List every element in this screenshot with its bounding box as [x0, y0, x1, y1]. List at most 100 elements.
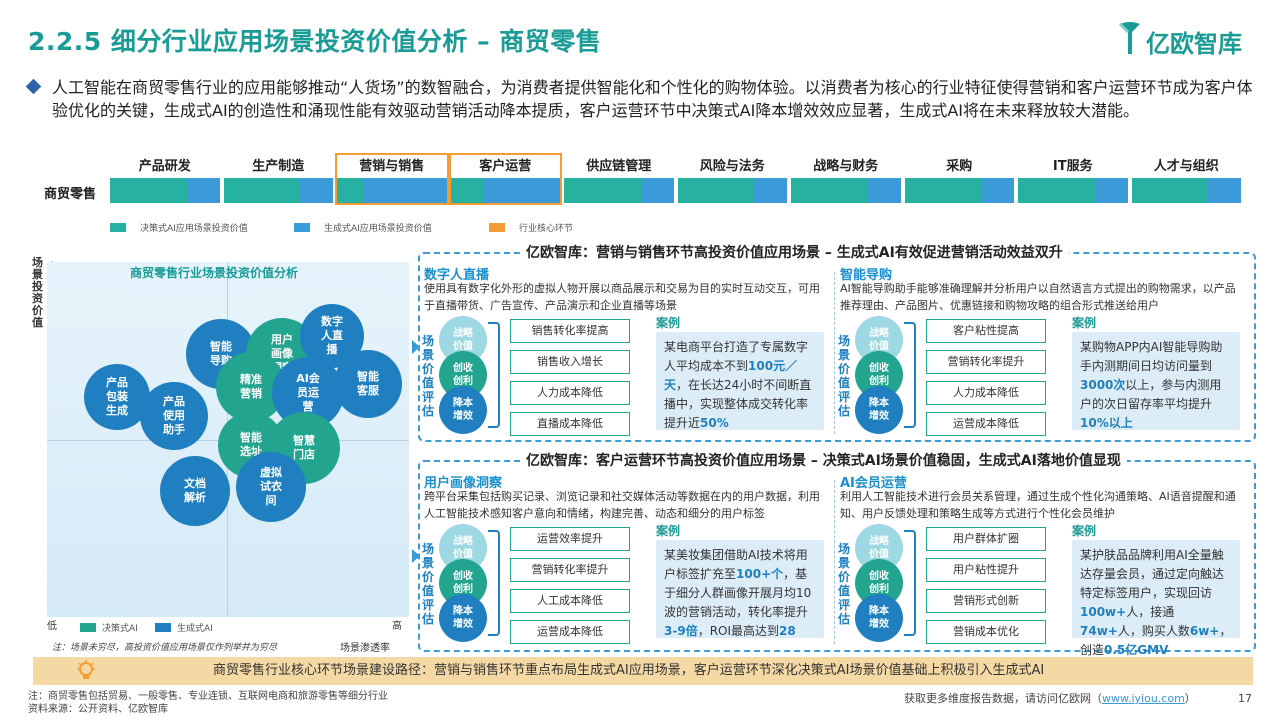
logo-mark-icon — [1118, 22, 1140, 54]
decision-segment — [791, 178, 868, 203]
value-circles: 战略 价值创收 创利降本 增效 — [439, 316, 487, 434]
stage-bar — [791, 178, 901, 203]
summary-banner: 商贸零售行业核心环节场景建设路径：营销与销售环节重点布局生成式AI应用场景，客户… — [33, 657, 1253, 685]
case-text: 6w+ — [1189, 624, 1220, 638]
case-text: 3000次 — [1080, 378, 1126, 392]
decision-segment — [337, 178, 365, 203]
case-box: 某美妆集团借助AI技术将用户标签扩充至100+个，基于细分人群画像开展月均10波… — [656, 540, 824, 638]
intro-paragraph: 人工智能在商贸零售行业的应用能够推动“人货场”的数智融合，为消费者提供智能化和个… — [25, 77, 1260, 122]
benefit-box: 运营效率提升 — [510, 527, 630, 551]
benefit-box: 营销成本优化 — [926, 620, 1046, 644]
benefit-box: 销售转化率提高 — [510, 319, 630, 343]
case-text: ，创造 — [1080, 624, 1232, 657]
benefit-box: 直播成本降低 — [510, 412, 630, 436]
scenario-description: AI智能导购助手能够准确理解并分析用户以自然语言方式提出的购物需求，以产品推荐理… — [840, 282, 1236, 312]
guide-tag: 智能导购 — [840, 268, 893, 283]
decision-segment — [1018, 178, 1095, 203]
stage-bar — [904, 178, 1014, 203]
page-number: 17 — [1238, 692, 1252, 705]
case-text: 某美妆集团借助AI技术将用户标签扩充至 — [664, 548, 808, 581]
panel-divider — [834, 272, 835, 434]
legend-decision: 决策式AI应用场景投资价值 — [110, 221, 248, 234]
case-title: 案例 — [656, 316, 681, 330]
matrix-x-high: 高 — [392, 621, 402, 632]
benefit-box: 人力成本降低 — [926, 381, 1046, 405]
decision-segment — [564, 178, 641, 203]
case-text: 100元／天 — [664, 359, 798, 392]
matrix-y-axis-label: 场景投资价值 — [32, 256, 43, 329]
page-title: 2.2.5 细分行业应用场景投资价值分析 – 商贸零售 — [28, 27, 602, 56]
panel-title: 亿欧智库：客户运营环节高投资价值应用场景 – 决策式AI场景价值稳固，生成式AI… — [520, 450, 1127, 470]
generative-segment — [1208, 178, 1241, 203]
generative-segment — [364, 178, 447, 203]
scenario-description: 利用人工智能技术进行会员关系管理，通过生成个性化沟通策略、AI语音提醒和通知、用… — [840, 490, 1236, 520]
bubble-generative: 产品 包装 生成 — [84, 364, 150, 430]
stage-header: IT服务 — [1052, 159, 1093, 174]
value-bracket — [488, 322, 500, 428]
benefit-box: 用户群体扩圈 — [926, 527, 1046, 551]
bubble-generative: 智能 客服 — [334, 350, 402, 418]
value-circles: 战略 价值创收 创利降本 增效 — [855, 524, 903, 642]
legend-core: 行业核心环节 — [489, 221, 573, 234]
bubble-generative: 虚拟 试衣 间 — [236, 452, 306, 522]
case-text: 100+个 — [736, 567, 784, 581]
guide-tag: AI会员运营 — [840, 476, 907, 491]
case-text: 3-9倍 — [664, 624, 698, 638]
value-circle: 降本 增效 — [439, 594, 487, 642]
case-box: 某电商平台打造了专属数字人平均成本不到100元／天，在长达24小时不间断直播中，… — [656, 332, 824, 430]
footer-more: 获取更多维度报告数据，请访问亿欧网（www.iyiou.com） — [904, 692, 1196, 705]
stage-header: 人才与组织 — [1153, 159, 1219, 174]
case-text: ，ROI最高达到 — [697, 624, 780, 638]
diamond-bullet-icon — [25, 78, 42, 95]
case-text: 10%以上 — [1080, 416, 1133, 430]
benefit-box: 人工成本降低 — [510, 589, 630, 613]
value-eval-label: 场景价值评估 — [837, 334, 850, 418]
matrix-legend-decision: 决策式AI — [80, 621, 138, 634]
stage-header: 生产制造 — [252, 159, 305, 174]
value-eval-label: 场景价值评估 — [837, 542, 850, 626]
case-text: ，基于细分人群画像开展月均10波的营销活动，转化率提升 — [664, 567, 812, 619]
case-text: 28 — [779, 624, 796, 638]
panel-arrow-icon — [412, 549, 420, 563]
value-circle: 降本 增效 — [855, 594, 903, 642]
case-text: 某电商平台打造了专属数字人平均成本不到 — [664, 340, 809, 373]
stage-bar — [1131, 178, 1241, 203]
value-eval-label: 场景价值评估 — [421, 334, 434, 418]
stage-bar — [450, 178, 560, 203]
panel-divider — [834, 480, 835, 644]
stage-bar — [564, 178, 674, 203]
logo-text: 亿欧智库 — [1146, 30, 1242, 58]
generative-segment — [867, 178, 901, 203]
benefit-box: 营销转化率提升 — [510, 558, 630, 582]
value-bracket — [904, 530, 916, 636]
panel-title: 亿欧智库：营销与销售环节高投资价值应用场景 – 生成式AI有效促进营销活动效益双… — [520, 242, 1069, 262]
generative-segment — [483, 178, 560, 203]
lightbulb-icon — [77, 660, 95, 679]
stage-header: 客户运营 — [479, 159, 532, 174]
benefit-box: 客户粘性提高 — [926, 319, 1046, 343]
value-circle: 降本 增效 — [855, 386, 903, 434]
footer-link[interactable]: www.iyiou.com — [1102, 692, 1185, 705]
stage-header: 风险与法务 — [699, 159, 765, 174]
logo: 亿欧智库 — [1118, 18, 1258, 60]
scenario-description: 跨平台采集包括购买记录、浏览记录和社交媒体活动等数据在内的用户数据，利用人工智能… — [424, 490, 820, 520]
matrix-note: 注：场景未穷尽，高投资价值应用场景仅作列举并为穷尽 — [52, 643, 278, 653]
case-text: 100w+ — [1080, 605, 1127, 619]
case-text: 以上，参与内测用户的次日留存率平均提升 — [1080, 378, 1222, 411]
generative-segment — [754, 178, 787, 203]
decision-segment — [223, 178, 301, 203]
case-title: 案例 — [656, 524, 681, 538]
case-text: 人，购买人数 — [1117, 624, 1190, 638]
stage-header: 供应链管理 — [586, 159, 652, 174]
stage-header: 营销与销售 — [359, 159, 425, 174]
matrix-legend-generative: 生成式AI — [155, 621, 213, 634]
case-title: 案例 — [1072, 316, 1097, 330]
live-tag: 数字人直播 — [424, 268, 490, 283]
matrix-x-axis-label: 场景渗透率 — [340, 643, 390, 654]
benefit-box: 营销形式创新 — [926, 589, 1046, 613]
case-text: ，在长达24小时不间断直播中，实现整体成交转化率提升近 — [664, 378, 812, 430]
stage-header: 采购 — [946, 159, 973, 174]
case-text: 某购物APP内AI智能导购助手内测期间日均访问量到 — [1080, 340, 1223, 373]
stage-bar — [110, 178, 220, 203]
case-box: 某购物APP内AI智能导购助手内测期间日均访问量到 3000次以上，参与内测用户的… — [1072, 332, 1240, 430]
